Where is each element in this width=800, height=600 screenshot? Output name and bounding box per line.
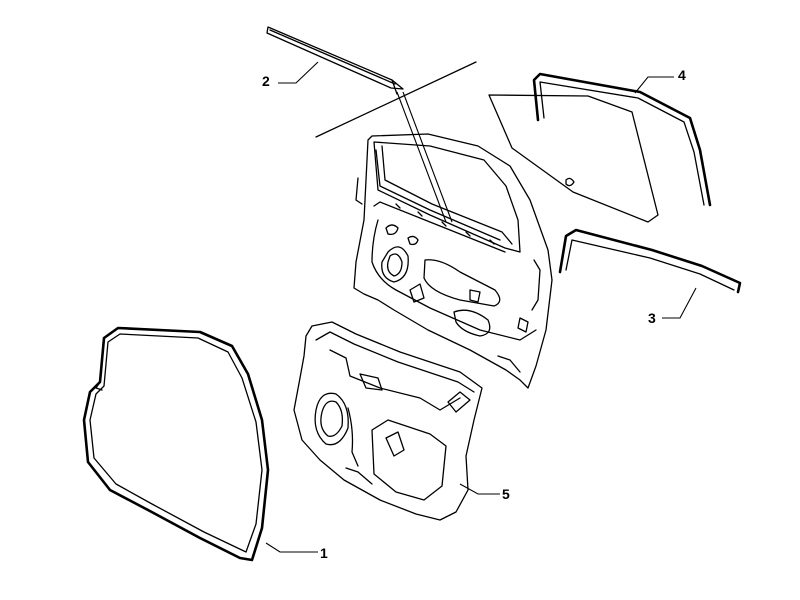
leader-4 <box>634 76 674 94</box>
part-2-window-channel-strip <box>266 26 404 95</box>
callout-4-label: 4 <box>678 67 686 83</box>
callout-leaders <box>265 61 697 553</box>
part-4-upper-window-seal <box>532 72 712 207</box>
part-5-door-trim-panel <box>293 321 483 521</box>
part-reference-line <box>315 61 477 138</box>
callout-2-label: 2 <box>262 73 270 89</box>
callout-3-label: 3 <box>648 310 656 326</box>
leader-3 <box>662 287 697 319</box>
part-3-lower-window-seal <box>558 228 742 294</box>
leader-1 <box>265 542 318 553</box>
part-4-window-glass <box>488 94 659 223</box>
callout-5-label: 5 <box>502 486 510 502</box>
part-2-inner-leaders <box>396 91 453 223</box>
part-1-door-seal <box>82 326 270 562</box>
callout-1-label: 1 <box>320 545 328 561</box>
part-door-frame <box>353 133 553 389</box>
leader-2 <box>278 61 319 84</box>
leader-5 <box>459 483 500 495</box>
